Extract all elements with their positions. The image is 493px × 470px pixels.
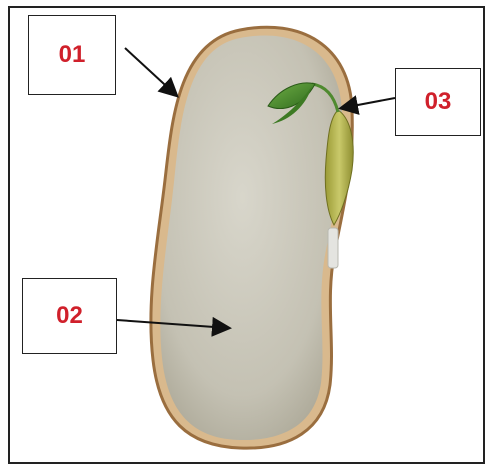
label-box-03: 03	[395, 68, 481, 136]
label-02-text: 02	[56, 302, 83, 330]
label-box-01: 01	[28, 15, 116, 95]
pointer-arrow-01	[125, 48, 176, 95]
hilum-mark	[328, 228, 338, 268]
label-01-text: 01	[59, 41, 86, 69]
label-box-02: 02	[22, 278, 117, 354]
label-03-text: 03	[425, 88, 452, 116]
